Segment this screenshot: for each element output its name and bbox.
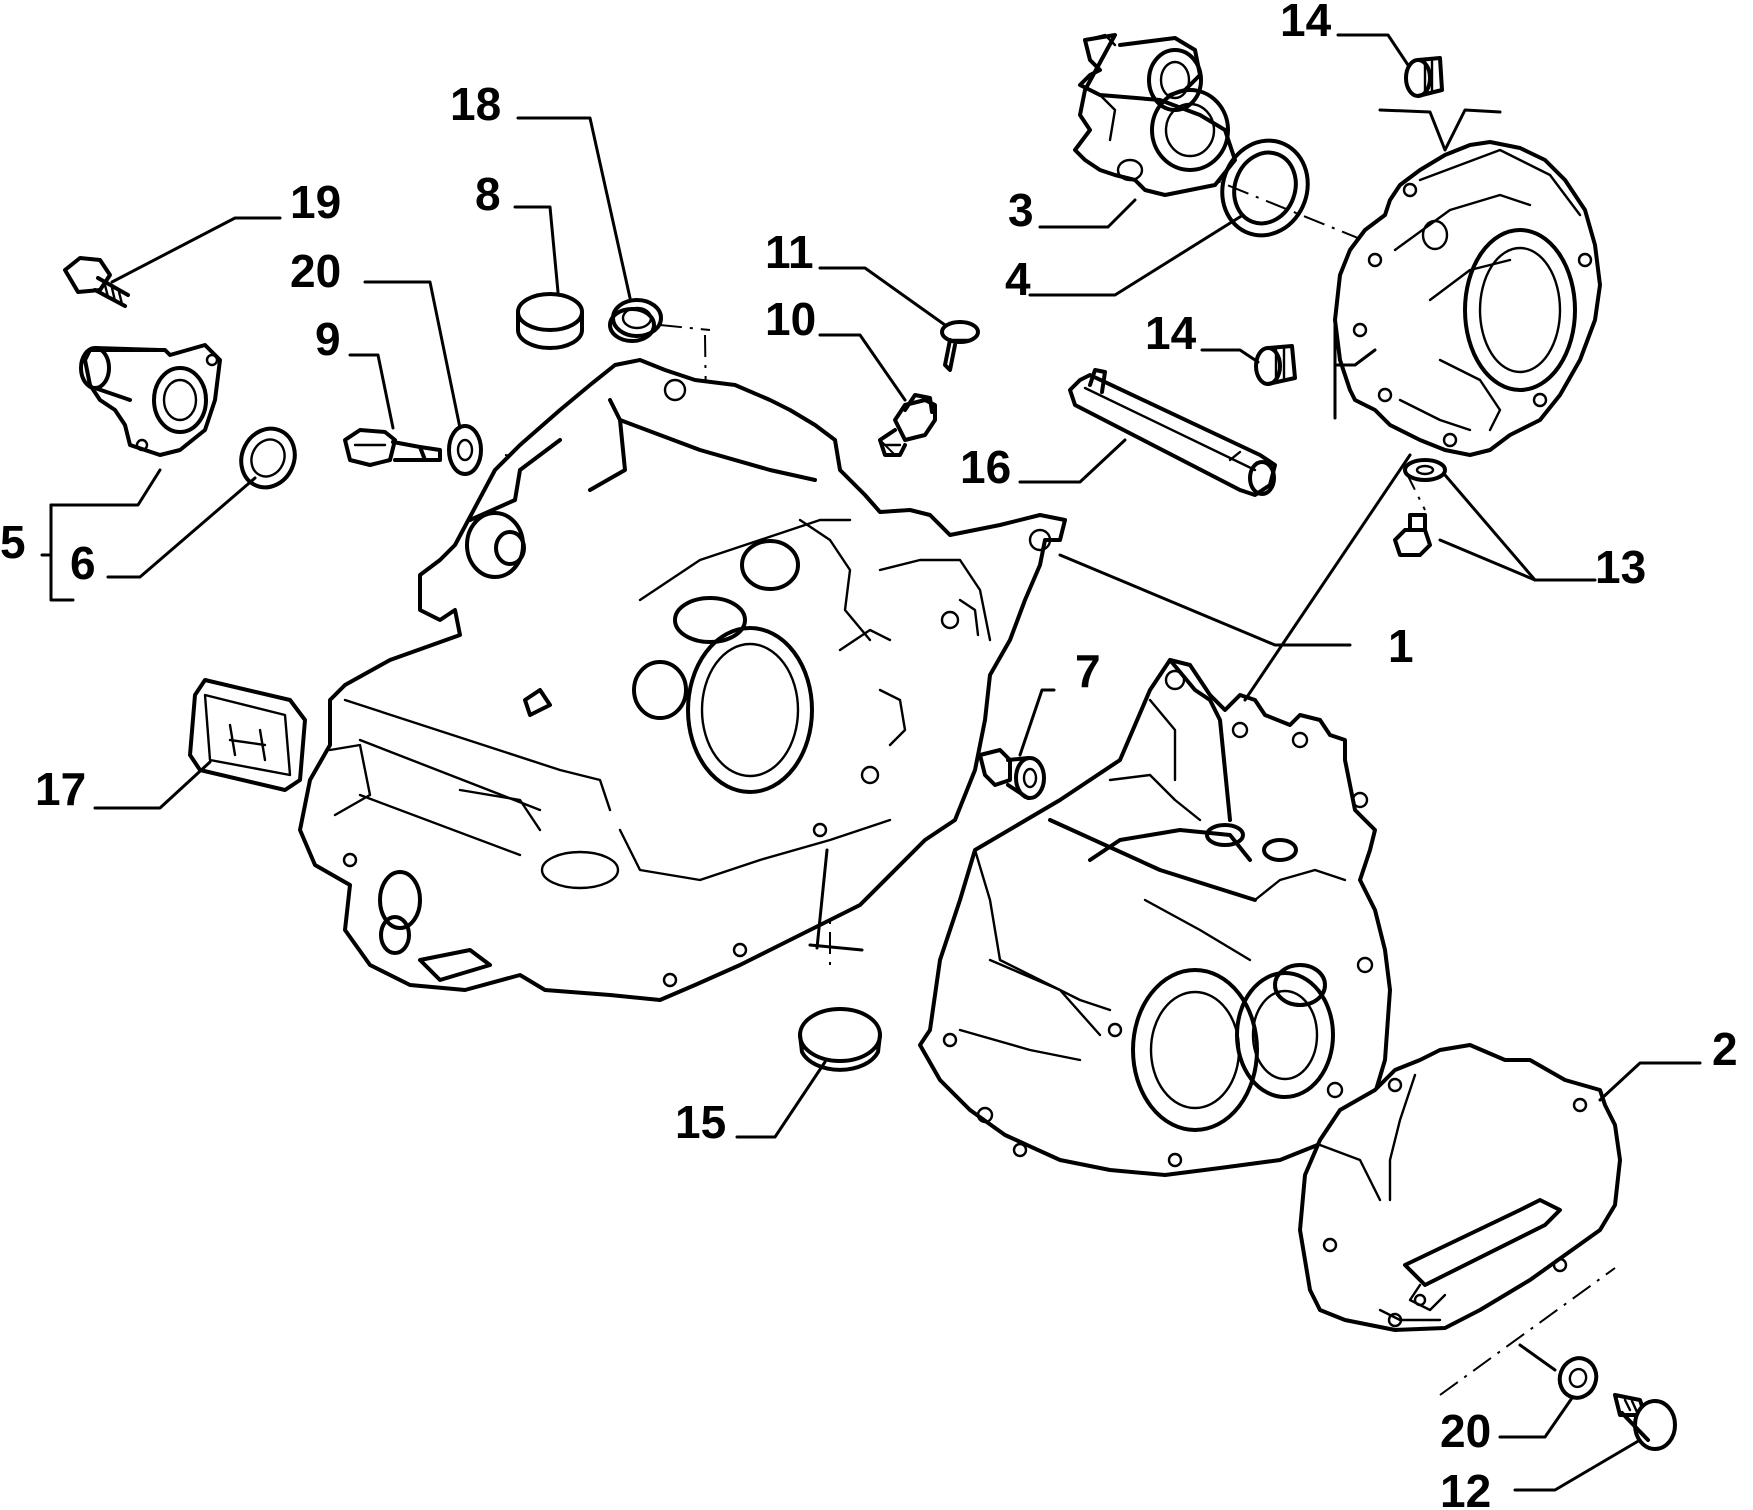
assembly-brackets	[40, 108, 1557, 1372]
drain-plug-13	[1393, 458, 1447, 557]
plug-14-upper	[1404, 56, 1444, 98]
callout-12: 12	[1440, 1465, 1491, 1510]
rear-cover	[1298, 1043, 1622, 1332]
clutch-housing-right	[918, 658, 1392, 1177]
callout-5: 5	[0, 516, 26, 568]
callout-17: 17	[35, 763, 86, 815]
callout-18: 18	[450, 78, 501, 130]
callout-20-lower: 20	[1440, 1405, 1491, 1457]
callout-13: 13	[1595, 541, 1646, 593]
gearbox-housing-left	[298, 358, 1067, 1002]
callout-10: 10	[765, 293, 816, 345]
bolt-12	[1613, 1393, 1677, 1451]
callout-8: 8	[475, 168, 501, 220]
callout-6: 6	[70, 537, 96, 589]
bush-8	[516, 292, 584, 350]
clutch-bell-cover	[1333, 140, 1602, 457]
callout-7: 7	[1075, 645, 1101, 697]
callout-3: 3	[1008, 184, 1034, 236]
shaft-16	[1068, 368, 1277, 497]
callout-19: 19	[290, 176, 341, 228]
sensor-9	[343, 428, 442, 467]
cap-15	[798, 1007, 882, 1072]
callout-4: 4	[1005, 253, 1031, 305]
plug-14-middle	[1254, 344, 1297, 386]
callout-14-middle: 14	[1145, 307, 1197, 359]
seal-ring	[1220, 138, 1310, 238]
callout-14-upper: 14	[1280, 0, 1332, 46]
leader-lines	[49, 33, 1702, 1492]
boot-17	[188, 678, 307, 792]
callout-1: 1	[1388, 620, 1414, 672]
oil-seal	[239, 426, 297, 490]
bearing-support	[1073, 33, 1237, 197]
fitting-10	[878, 393, 937, 457]
bolt-7	[978, 748, 1046, 800]
callout-11: 11	[765, 226, 814, 278]
guide-tube-flange	[79, 343, 222, 457]
callout-9: 9	[315, 313, 341, 365]
washer-20-lower	[1557, 1356, 1599, 1400]
bolt-19	[63, 256, 130, 308]
pin-11	[940, 320, 980, 372]
callout-2: 2	[1712, 1023, 1738, 1075]
callout-16: 16	[960, 441, 1011, 493]
callout-15: 15	[675, 1096, 726, 1148]
bearing-18	[608, 298, 663, 343]
washer-20-upper	[447, 424, 483, 476]
callout-20-upper: 20	[290, 245, 341, 297]
